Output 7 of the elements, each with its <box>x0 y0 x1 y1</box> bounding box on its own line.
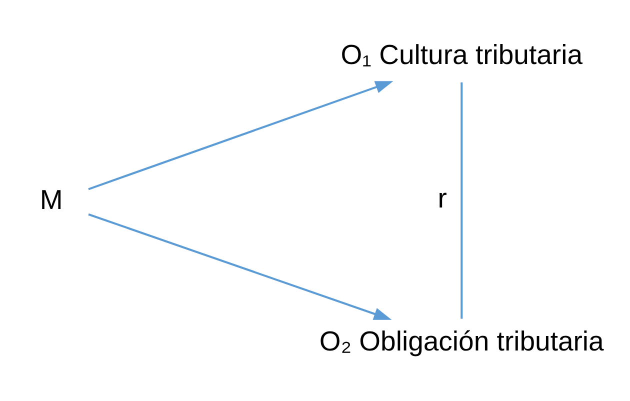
connector <box>460 82 463 319</box>
arrow <box>88 81 394 190</box>
node-text: O₂ Obligación tributaria <box>319 326 604 357</box>
arrow <box>88 213 392 320</box>
node-text: O₁ Cultura tributaria <box>340 39 583 70</box>
edge-label: r <box>438 182 447 214</box>
node-text: M <box>40 184 63 215</box>
